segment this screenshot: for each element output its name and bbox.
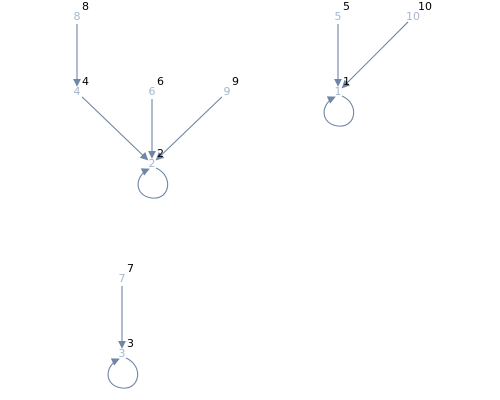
node-label-5: 5	[335, 10, 342, 23]
node-9: 99	[224, 75, 240, 98]
node-tag-1: 1	[343, 75, 350, 88]
node-label-9: 9	[224, 85, 231, 98]
node-label-2: 2	[149, 157, 156, 170]
node-label-4: 4	[74, 85, 81, 98]
edge-4-to-2	[81, 96, 149, 161]
node-tag-6: 6	[157, 75, 164, 88]
node-3: 33	[119, 337, 135, 360]
edge-10-to-1	[341, 21, 409, 89]
node-8: 88	[74, 0, 90, 23]
node-tag-8: 8	[82, 0, 89, 13]
node-tag-9: 9	[232, 75, 239, 88]
node-label-8: 8	[74, 10, 81, 23]
node-tag-10: 10	[418, 0, 432, 13]
node-2: 22	[149, 147, 165, 170]
node-tag-4: 4	[82, 75, 89, 88]
self-loop-3	[107, 357, 139, 389]
node-label-3: 3	[119, 347, 126, 360]
node-tag-2: 2	[157, 147, 164, 160]
node-label-1: 1	[335, 85, 342, 98]
node-tag-7: 7	[127, 262, 134, 275]
node-4: 44	[74, 75, 90, 98]
self-loop-1	[323, 95, 355, 127]
node-5: 55	[335, 0, 351, 23]
node-tag-5: 5	[343, 0, 350, 13]
node-6: 66	[149, 75, 165, 98]
node-label-6: 6	[149, 85, 156, 98]
node-label-7: 7	[119, 272, 126, 285]
edge-9-to-2	[155, 96, 223, 161]
self-loop-2	[137, 167, 169, 199]
node-tag-3: 3	[127, 337, 134, 350]
edges-layer	[73, 21, 409, 389]
node-label-10: 10	[406, 10, 420, 23]
node-1: 11	[335, 75, 351, 98]
node-7: 77	[119, 262, 135, 285]
